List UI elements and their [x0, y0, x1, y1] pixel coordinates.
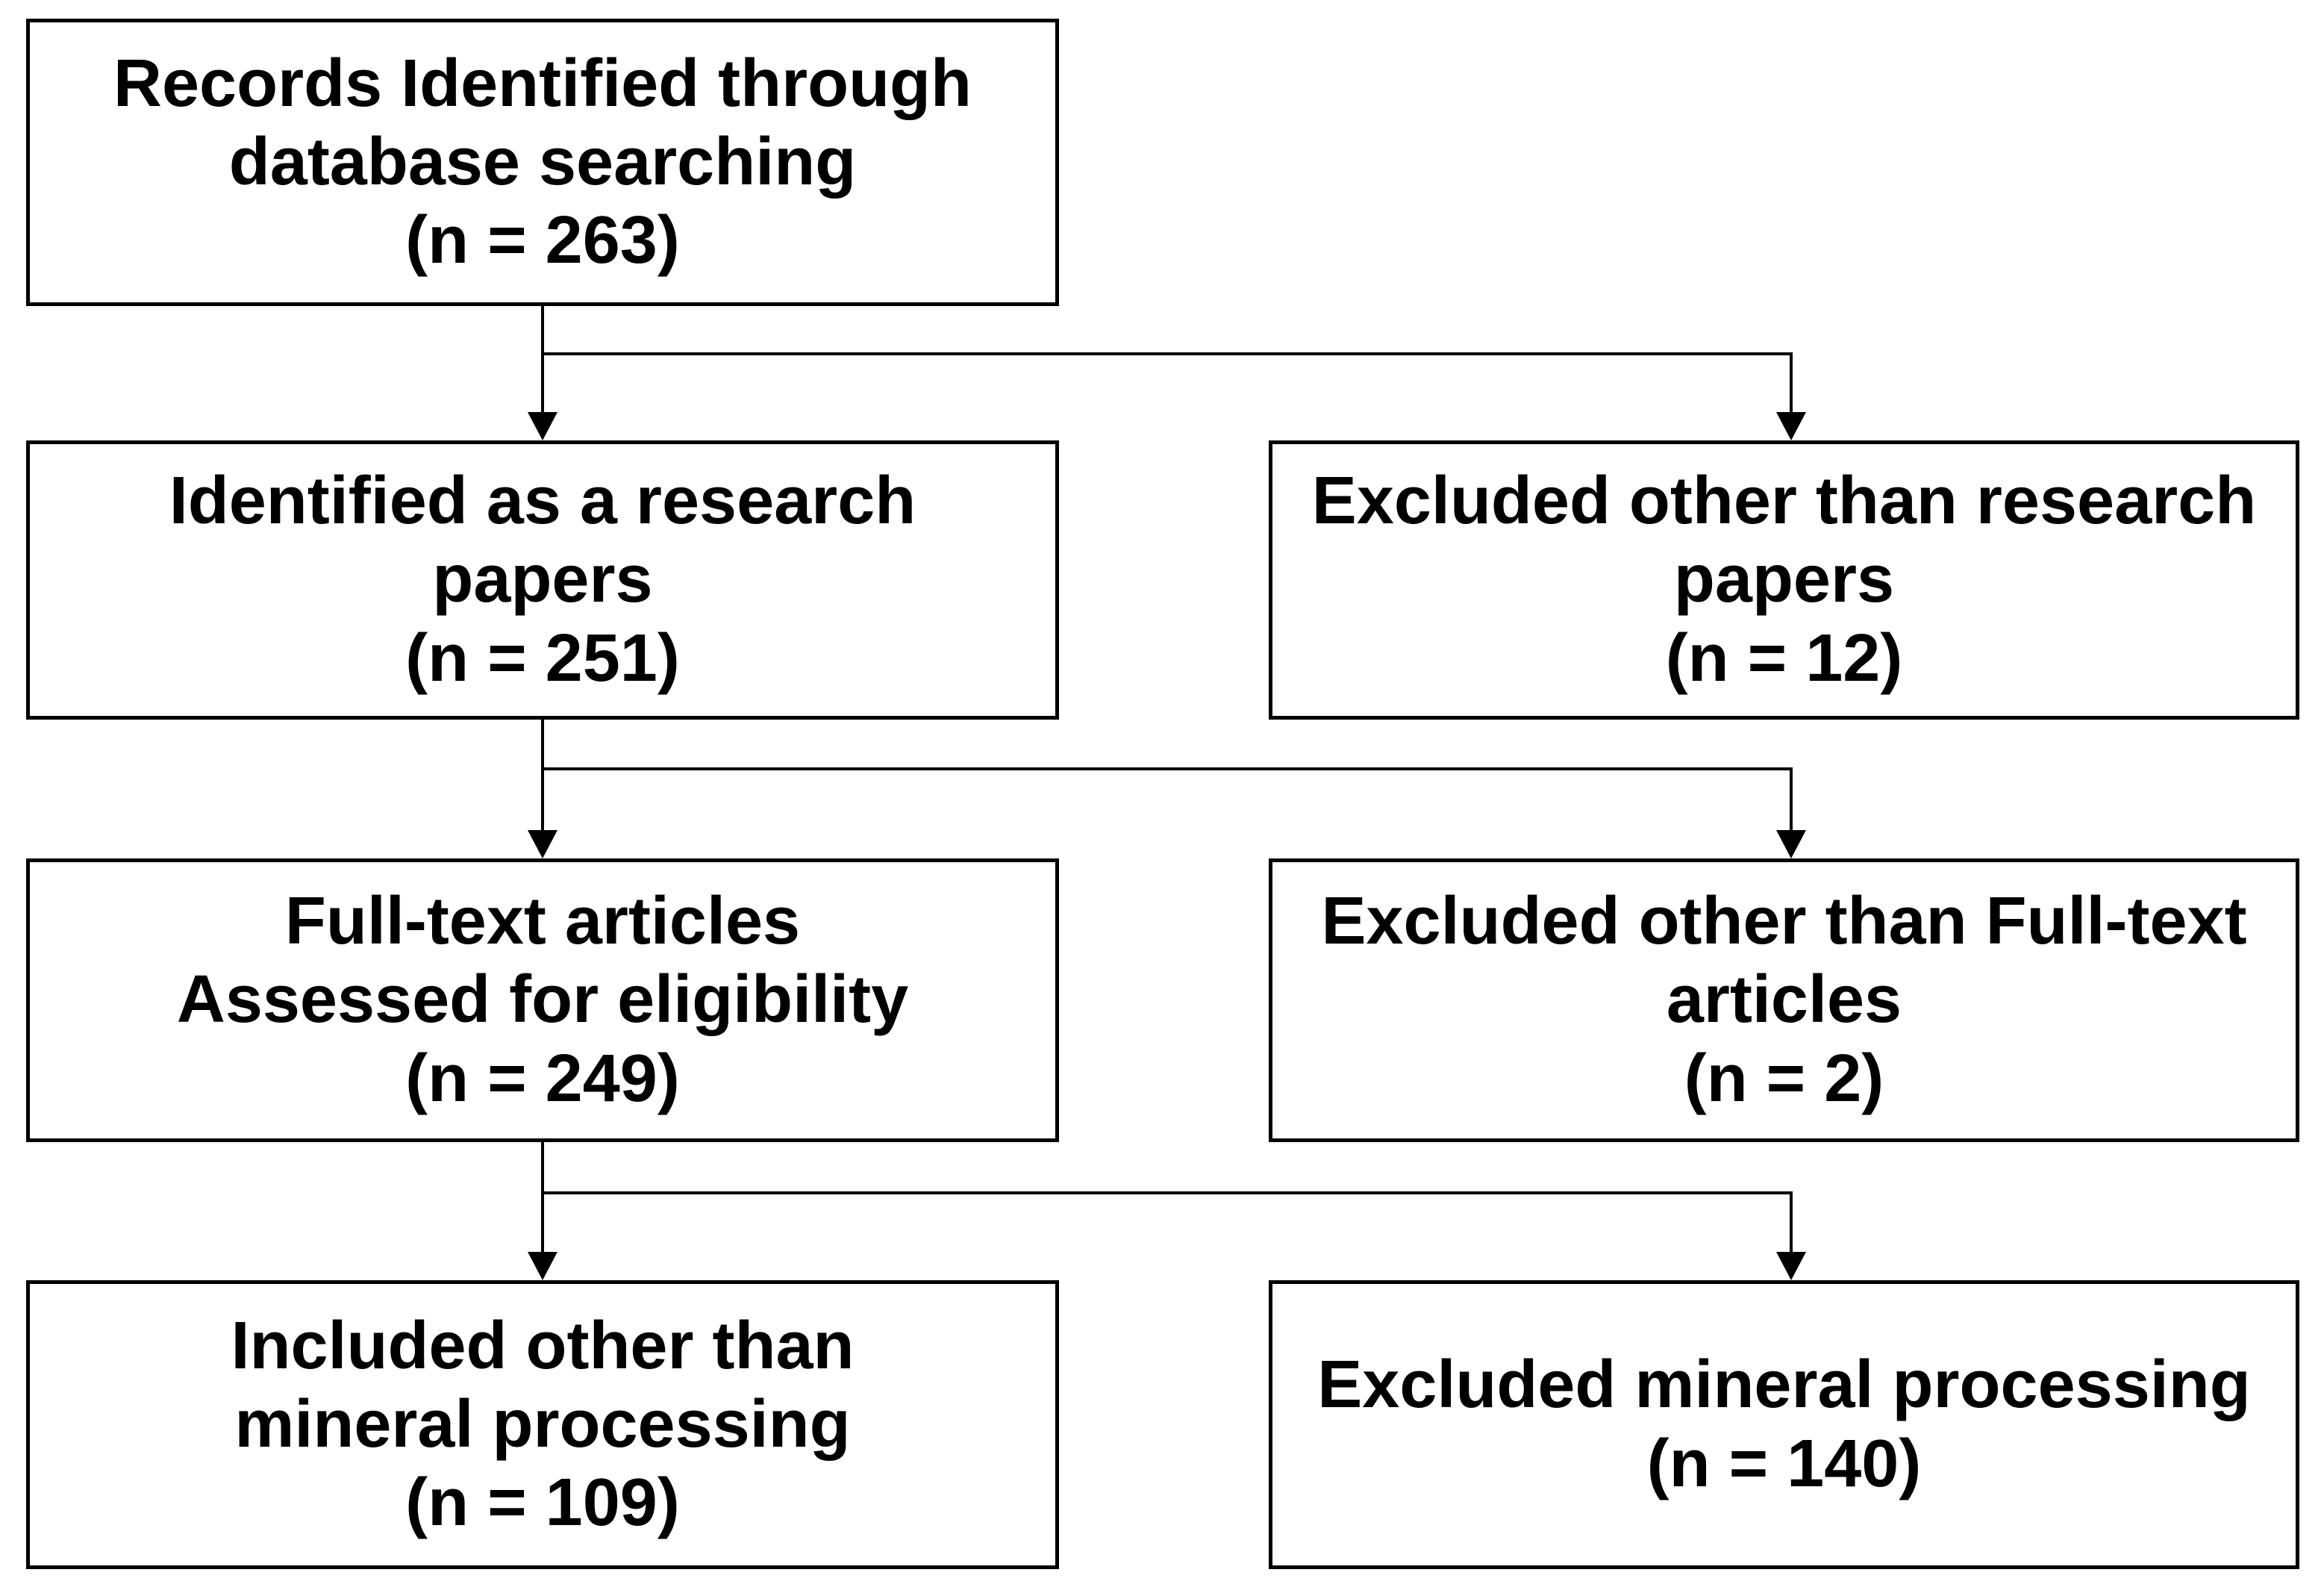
connector-fulltext-to-row4	[528, 1141, 1806, 1280]
flow-box-excluded-mineral-processing-label: Excluded mineral processing (n = 140)	[1317, 1347, 2251, 1501]
flow-box-fulltext-assessed: Full-text articles Assessed for eligibil…	[26, 858, 1059, 1142]
flow-box-excluded-non-research-papers-label: Excluded other than research papers (n =…	[1311, 464, 2257, 696]
arrowhead-down-icon	[528, 830, 557, 858]
flow-box-identified-research-papers-label: Identified as a research papers (n = 251…	[169, 464, 916, 696]
flow-box-excluded-mineral-processing: Excluded mineral processing (n = 140)	[1269, 1280, 2299, 1569]
connector-research-to-row3	[528, 718, 1806, 858]
flow-box-included-non-mineral-processing-label: Included other than mineral processing (…	[231, 1308, 855, 1541]
flow-box-excluded-non-research-papers: Excluded other than research papers (n =…	[1269, 440, 2299, 720]
flow-box-excluded-non-fulltext: Excluded other than Full-text articles (…	[1269, 858, 2299, 1142]
flow-box-excluded-non-fulltext-label: Excluded other than Full-text articles (…	[1321, 884, 2247, 1116]
arrowhead-down-icon	[528, 1252, 557, 1280]
arrowhead-down-icon	[1776, 1252, 1806, 1280]
connector-records-to-row2	[528, 306, 1806, 440]
arrowhead-down-icon	[1776, 412, 1806, 440]
arrowhead-down-icon	[1776, 830, 1806, 858]
flow-box-records-identified-label: Records Identified through database sear…	[113, 46, 972, 278]
flow-box-included-non-mineral-processing: Included other than mineral processing (…	[26, 1280, 1059, 1569]
flow-box-records-identified: Records Identified through database sear…	[26, 19, 1059, 306]
flow-box-fulltext-assessed-label: Full-text articles Assessed for eligibil…	[176, 884, 909, 1116]
flow-box-identified-research-papers: Identified as a research papers (n = 251…	[26, 440, 1059, 720]
arrowhead-down-icon	[528, 412, 557, 440]
